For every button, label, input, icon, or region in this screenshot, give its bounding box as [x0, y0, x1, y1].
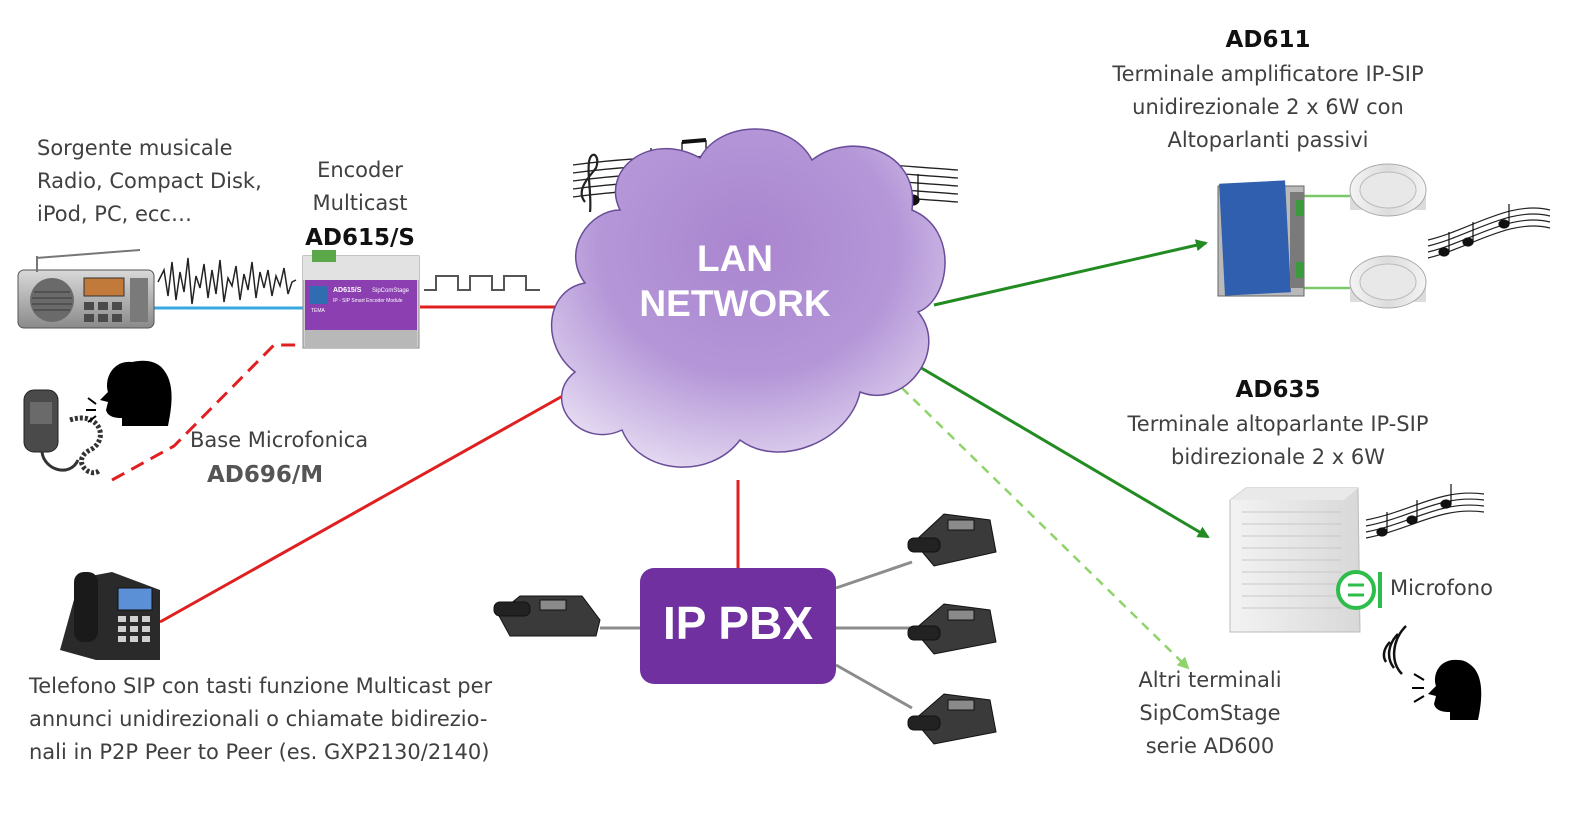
lan-to-other-terminals-link — [901, 387, 1190, 670]
source-label-line2: Radio, Compact Disk, — [37, 169, 262, 193]
others-label-line1: Altri terminali — [1138, 668, 1282, 692]
source-label-line3: iPod, PC, ecc… — [37, 202, 192, 226]
desk-phone-icon — [907, 693, 997, 745]
audio-waveform — [157, 257, 297, 305]
head-speaking-icon — [86, 360, 172, 426]
ad611-desc-line2: unidirezionale 2 x 6W con — [1132, 95, 1404, 119]
lan-label-line2: NETWORK — [639, 283, 831, 324]
lan-label-line1: LAN — [696, 238, 774, 279]
ceiling-speaker-icon — [1349, 163, 1427, 217]
ad635-model-label: AD635 — [1235, 377, 1321, 403]
encoder-label-line2: Multicast — [312, 191, 408, 215]
pbx-label: IP PBX — [663, 597, 813, 649]
microfono-label: Microfono — [1390, 576, 1493, 600]
lan-to-ad611-link — [933, 239, 1208, 307]
ip-pbx-box — [640, 568, 836, 684]
amplifier-icon — [1217, 180, 1305, 297]
music-notes-icon — [1427, 204, 1551, 259]
microphone-icon — [23, 389, 103, 476]
connections — [111, 194, 1354, 710]
pbx-to-phone-top — [835, 560, 913, 590]
ad635-desc-line2: bidirezionale 2 x 6W — [1171, 445, 1385, 469]
lan-network-cloud — [550, 128, 946, 468]
ad611-model-label: AD611 — [1225, 27, 1311, 53]
ceiling-speaker-icon — [1349, 255, 1427, 309]
phone-desc-line2: annunci unidirezionali o chiamate bidire… — [29, 707, 488, 731]
encoder-brand-label: TEMA — [311, 308, 326, 314]
radio-icon — [17, 249, 155, 329]
source-label-line1: Sorgente musicale — [37, 136, 233, 160]
ad611-desc-line1: Terminale amplificatore IP-SIP — [1112, 62, 1424, 86]
square-wave-signal — [424, 275, 540, 291]
microphone-symbol-icon — [1336, 570, 1382, 610]
head-speaking-icon — [1412, 659, 1482, 720]
mic-base-model-label: AD696/M — [207, 462, 324, 488]
phone-to-lan-link — [159, 391, 569, 624]
encoder-product-label: SipComStage — [372, 288, 410, 294]
encoder-model-label: AD615/S — [305, 225, 415, 251]
ad611-desc-line3: Altoparlanti passivi — [1167, 128, 1369, 152]
sound-waves-icon — [1382, 625, 1407, 675]
lan-to-ad635-link — [917, 364, 1210, 539]
mic-base-label: Base Microfonica — [190, 428, 369, 452]
encoder-icon — [302, 250, 420, 349]
wall-speaker-icon — [1229, 487, 1361, 633]
phone-desc-line3: nali in P2P Peer to Peer (es. GXP2130/21… — [29, 740, 490, 764]
desk-phone-icon — [493, 595, 601, 637]
encoder-label-line1: Encoder — [317, 158, 403, 182]
desk-phone-icon — [907, 513, 997, 567]
ad635-desc-line1: Terminale altoparlante IP-SIP — [1127, 412, 1429, 436]
phone-desc-line1: Telefono SIP con tasti funzione Multicas… — [29, 674, 493, 698]
others-label-line3: serie AD600 — [1145, 734, 1275, 758]
encoder-sub-label: IP - SIP Smart Encoder Module — [333, 298, 403, 304]
pbx-to-phone-bottom — [835, 663, 913, 710]
others-label-line2: SipComStage — [1139, 701, 1281, 725]
encoder-name-label: AD615/S — [333, 287, 362, 294]
music-notes-icon — [1365, 484, 1485, 539]
desk-phone-icon — [907, 603, 997, 655]
ip-phone-icon — [60, 572, 160, 660]
mic-to-encoder-dashed-link — [111, 343, 304, 482]
